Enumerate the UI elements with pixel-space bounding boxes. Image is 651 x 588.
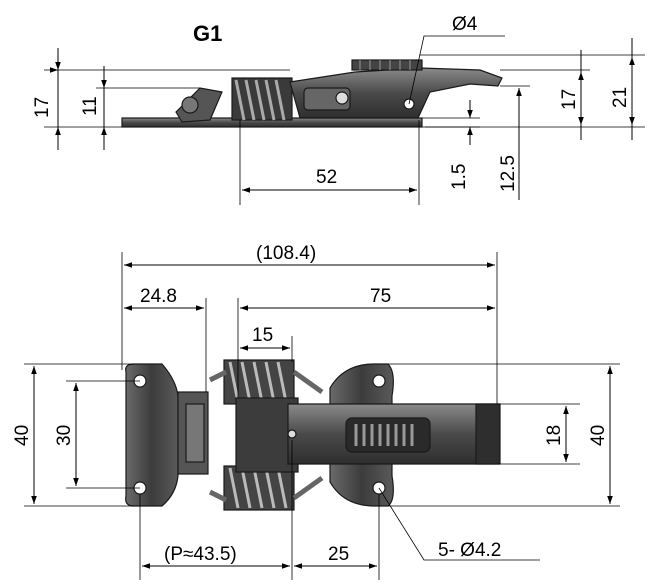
dim-75: 75 <box>370 286 391 307</box>
hole-leader <box>408 35 505 105</box>
dim-40-left: 40 <box>12 425 33 446</box>
side-pivot-pin <box>335 91 349 105</box>
dim-24-8: 24.8 <box>140 286 177 307</box>
top-left-plate <box>125 363 179 507</box>
dim-17-right: 17 <box>559 89 580 110</box>
dim-52: 52 <box>316 167 337 188</box>
top-spring-lower <box>223 465 295 511</box>
top-spring-upper <box>223 359 295 405</box>
top-hole-5 <box>287 429 297 439</box>
side-hook-pivot <box>181 96 199 114</box>
dim-1-5: 1.5 <box>449 164 470 190</box>
side-view: Ø4 17 11 52 1.5 12.5 17 <box>32 14 645 205</box>
dim-17-left: 17 <box>32 97 53 118</box>
side-spring <box>231 77 293 121</box>
dim-11: 11 <box>80 96 101 116</box>
top-view: (108.4) 24.8 75 15 40 30 18 40 <box>12 243 620 580</box>
dim-21: 21 <box>610 87 631 108</box>
dim-15: 15 <box>252 325 273 346</box>
dim-12-5: 12.5 <box>498 155 519 192</box>
holes-leader <box>378 487 540 561</box>
dim-25: 25 <box>328 544 349 565</box>
dim-30: 30 <box>54 425 75 446</box>
dim-pitch: (P≈43.5) <box>164 544 237 565</box>
dim-40-right: 40 <box>588 425 609 446</box>
hole-dia-label: Ø4 <box>452 14 478 35</box>
dim-18: 18 <box>544 425 565 446</box>
top-hole-3 <box>372 374 386 388</box>
dim-overall: (108.4) <box>256 243 316 264</box>
holes-label: 5- Ø4.2 <box>438 540 501 561</box>
drawing-title: G1 <box>193 21 222 46</box>
top-lever-tip <box>475 403 501 465</box>
side-grip <box>351 59 423 71</box>
side-hook <box>175 87 223 123</box>
